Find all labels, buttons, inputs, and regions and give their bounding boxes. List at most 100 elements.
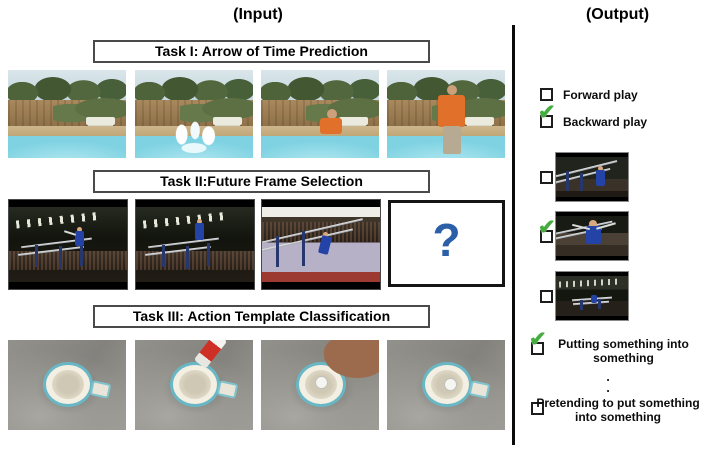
bench <box>85 117 116 125</box>
task1-title-box: Task I: Arrow of Time Prediction <box>93 40 430 63</box>
gymnast <box>595 169 605 186</box>
checkbox-square <box>540 115 553 128</box>
ellipsis-dot: . <box>606 369 610 384</box>
checkbox-forward-play: ✔ <box>540 88 553 101</box>
task2-title: Task II:Future Frame Selection <box>160 173 363 189</box>
checkbox-square <box>531 402 544 415</box>
column-divider-line <box>512 25 515 445</box>
person-head <box>327 108 338 119</box>
checkbox-square <box>540 88 553 101</box>
pool-water <box>8 136 126 158</box>
bench <box>464 117 495 125</box>
bottle-cap <box>443 377 457 391</box>
bar-post <box>580 173 584 192</box>
bar-post <box>161 244 165 267</box>
crowd <box>262 222 380 243</box>
bar-post <box>597 299 601 309</box>
bottle-cap <box>315 376 329 389</box>
scene-layer <box>179 369 211 399</box>
checkbox-putting-something: ✔ <box>529 329 547 355</box>
task2-frame-3 <box>261 199 381 290</box>
arena-lights <box>558 278 623 288</box>
candidate-frame-3-thumbnail <box>555 271 629 321</box>
unknown-future-frame-box: ? <box>388 200 505 287</box>
green-check-icon: ✔ <box>538 101 556 124</box>
checkbox-candidate-frame-1: ✔ <box>540 171 553 184</box>
input-column-header: (Input) <box>233 6 283 23</box>
checkbox-backward-play: ✔ <box>538 102 556 128</box>
person-head <box>447 85 457 95</box>
bar-post <box>34 244 38 267</box>
gymnast-head <box>597 165 603 171</box>
task2-frame-1 <box>8 199 128 290</box>
bar-post <box>79 243 83 266</box>
gymnast <box>75 231 85 246</box>
question-mark-icon: ? <box>432 214 461 266</box>
scene-layer <box>52 369 84 399</box>
pretending-to-put-label: Pretending to put something into somethi… <box>536 396 700 424</box>
gymnast <box>586 226 602 245</box>
output-column-header: (Output) <box>585 6 650 23</box>
checkbox-square <box>540 230 553 243</box>
task1-title: Task I: Arrow of Time Prediction <box>155 43 368 59</box>
task1-frame-2-splash <box>135 70 253 158</box>
cup <box>43 361 93 407</box>
scene-layer <box>556 157 628 197</box>
checkbox-pretending-to-put: ✔ <box>531 402 544 415</box>
task1-frame-1-pool-still <box>8 70 126 158</box>
checkbox-candidate-frame-3: ✔ <box>540 290 553 303</box>
checkbox-candidate-frame-2: ✔ <box>538 217 556 243</box>
checkbox-square <box>540 290 553 303</box>
crowd <box>136 250 254 270</box>
vertical-ellipsis: . . <box>600 369 616 395</box>
scene-layer <box>262 207 380 282</box>
bar-post <box>566 170 570 191</box>
arena-lights <box>142 211 231 229</box>
checkbox-square <box>531 342 544 355</box>
bar-post <box>58 246 62 269</box>
bench <box>338 117 369 125</box>
gymnast-head <box>77 226 83 232</box>
scene-layer <box>9 207 127 282</box>
pool-water <box>261 136 379 158</box>
person-pants <box>443 126 461 154</box>
task3-title: Task III: Action Template Classification <box>132 308 391 324</box>
task3-title-box: Task III: Action Template Classification <box>93 305 430 328</box>
gymnast-head <box>589 220 598 228</box>
backward-play-label: Backward play <box>563 115 648 129</box>
scene-layer <box>556 216 628 256</box>
checkbox-square <box>540 171 553 184</box>
bench <box>212 117 243 125</box>
task2-frame-2 <box>135 199 255 290</box>
bar-post <box>276 235 280 267</box>
arena-lights <box>15 211 104 229</box>
candidate-frame-2-thumbnail <box>555 211 629 261</box>
task3-frame-3-hand-placing-cap <box>261 340 379 430</box>
candidate-frame-1-thumbnail <box>555 152 629 202</box>
putting-something-label: Putting something into something <box>558 337 689 365</box>
person-orange-shirt <box>320 118 342 135</box>
task1-frame-3-person-emerging <box>261 70 379 158</box>
forward-play-label: Forward play <box>563 88 638 102</box>
task2-title-box: Task II:Future Frame Selection <box>93 170 430 193</box>
green-check-icon: ✔ <box>529 328 547 351</box>
bar-post <box>206 243 210 266</box>
task3-frame-1-empty-cup <box>8 340 126 430</box>
scene-layer <box>556 276 628 316</box>
task3-frame-4-cap-in-cup <box>387 340 505 430</box>
gymnast <box>590 295 597 304</box>
person-orange-shirt <box>438 95 465 127</box>
bar-post <box>302 231 306 266</box>
gymnast-head <box>323 231 329 237</box>
task3-frame-2-bottle <box>135 340 253 430</box>
green-check-icon: ✔ <box>538 216 556 239</box>
gymnast <box>195 222 204 240</box>
task1-frame-4-person-standing <box>387 70 505 158</box>
scene-layer <box>136 207 254 282</box>
bar-post <box>185 246 189 269</box>
cup <box>170 361 220 407</box>
bottle <box>194 340 228 369</box>
crowd <box>9 250 127 270</box>
ellipsis-dot: . <box>606 380 610 395</box>
